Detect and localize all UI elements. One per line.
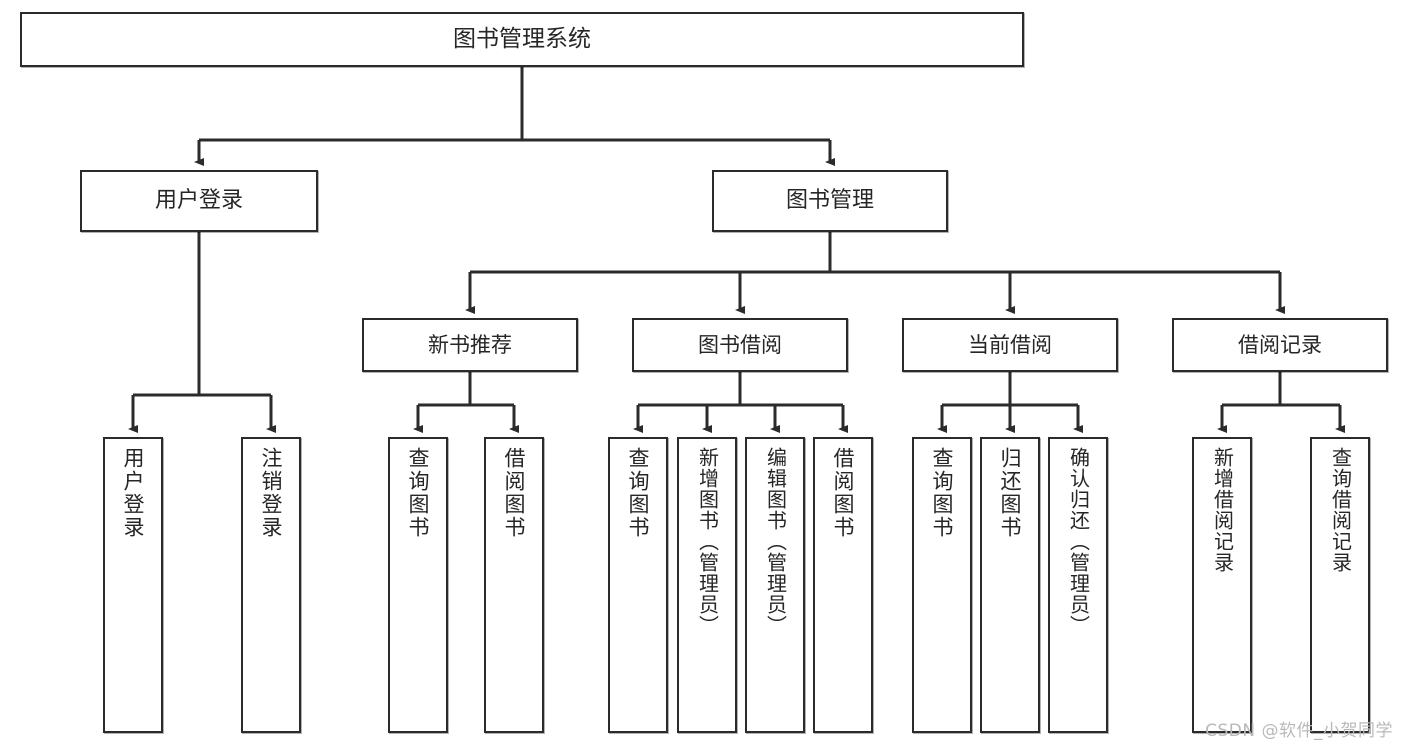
node-label: 查询借阅记录 (1328, 447, 1353, 573)
node-label: 查询图书 (406, 447, 431, 539)
node-label: 查询图书 (626, 447, 651, 539)
node-leaf-return-book[interactable]: 归还图书 (980, 437, 1040, 733)
node-leaf-add-book-admin[interactable]: 新增图书（管理员） (677, 437, 737, 733)
node-leaf-add-borrow-record[interactable]: 新增借阅记录 (1192, 437, 1252, 733)
node-leaf-query-book-borrow[interactable]: 查询图书 (608, 437, 668, 733)
watermark-text: CSDN @软件_小贺同学 (1205, 721, 1393, 741)
node-label: 新增图书（管理员） (695, 447, 720, 636)
node-label: 注销登录 (259, 447, 284, 539)
node-label: 确认归还（管理员） (1066, 447, 1091, 636)
node-leaf-edit-book-admin[interactable]: 编辑图书（管理员） (745, 437, 805, 733)
node-label: 编辑图书（管理员） (763, 447, 788, 636)
node-user-login[interactable]: 用户登录 (80, 170, 318, 232)
node-leaf-borrow-book-recommend[interactable]: 借阅图书 (484, 437, 544, 733)
node-leaf-query-borrow-record[interactable]: 查询借阅记录 (1310, 437, 1370, 733)
node-label: 查询图书 (930, 447, 955, 539)
node-root-system[interactable]: 图书管理系统 (20, 12, 1024, 67)
node-label: 用户登录 (121, 447, 146, 539)
node-label: 图书管理系统 (453, 26, 591, 53)
node-leaf-query-book-current[interactable]: 查询图书 (912, 437, 972, 733)
node-borrow-record[interactable]: 借阅记录 (1172, 318, 1388, 372)
node-new-book-recommend[interactable]: 新书推荐 (362, 318, 578, 372)
node-label: 借阅图书 (502, 447, 527, 539)
node-leaf-user-login[interactable]: 用户登录 (103, 437, 163, 733)
node-label: 用户登录 (154, 188, 243, 214)
node-label: 借阅记录 (1238, 332, 1322, 357)
node-leaf-logout[interactable]: 注销登录 (241, 437, 301, 733)
node-label: 图书借阅 (698, 332, 782, 357)
node-book-borrow[interactable]: 图书借阅 (632, 318, 848, 372)
node-label: 新书推荐 (428, 332, 512, 357)
node-label: 归还图书 (998, 447, 1023, 539)
node-leaf-confirm-return-admin[interactable]: 确认归还（管理员） (1048, 437, 1108, 733)
node-label: 图书管理 (785, 188, 874, 214)
node-label: 当前借阅 (968, 332, 1052, 357)
node-leaf-borrow-book[interactable]: 借阅图书 (813, 437, 873, 733)
node-book-management[interactable]: 图书管理 (712, 170, 948, 232)
node-leaf-query-book-recommend[interactable]: 查询图书 (388, 437, 448, 733)
node-label: 新增借阅记录 (1210, 447, 1235, 573)
node-current-borrow[interactable]: 当前借阅 (902, 318, 1118, 372)
node-label: 借阅图书 (831, 447, 856, 539)
